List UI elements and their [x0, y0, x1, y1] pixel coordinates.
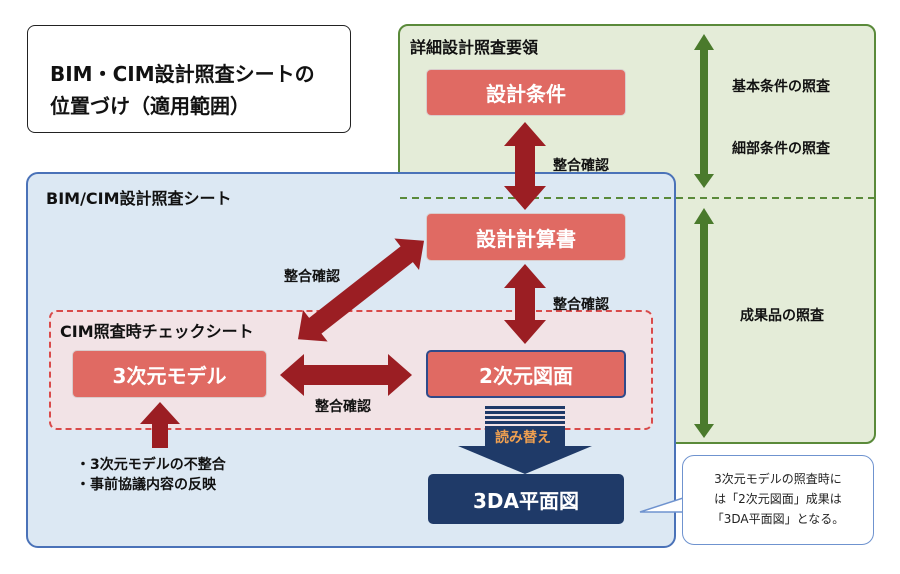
read-replace-arrow: [458, 406, 592, 474]
note-line-2: は「2次元図面」成果は: [714, 492, 842, 506]
bullet-list: ・3次元モデルの不整合 ・事前協議内容の反映: [76, 455, 226, 495]
note-line-3: 「3DA平面図」となる。: [711, 512, 845, 526]
note-callout: 3次元モデルの照査時に は「2次元図面」成果は 「3DA平面図」となる。: [682, 455, 874, 545]
label-consistency-check-1: 整合確認: [553, 158, 609, 174]
note-pointer: [639, 496, 684, 513]
label-consistency-check-2: 整合確認: [553, 297, 609, 313]
title-box: [27, 25, 351, 133]
double-arrow-conditions-calc: [504, 122, 546, 210]
title-line-1: BIM・CIM設計照査シートの: [50, 62, 315, 86]
box-2d-drawing: 2次元図面: [426, 350, 626, 398]
blue-panel-label: BIM/CIM設計照査シート: [46, 189, 232, 208]
box-design-calculation: 設計計算書: [426, 213, 626, 261]
diagram-title: BIM・CIM設計照査シートの 位置づけ（適用範囲）: [50, 58, 315, 122]
title-line-2: 位置づけ（適用範囲）: [50, 94, 250, 118]
box-3da-plan: 3DA平面図: [428, 474, 624, 524]
box-3d-model: 3次元モデル: [72, 350, 267, 398]
label-deliverables-check: 成果品の照査: [740, 308, 824, 324]
bullet-item: ・3次元モデルの不整合: [76, 457, 226, 473]
label-detail-conditions-check: 細部条件の照査: [732, 141, 830, 157]
double-arrow-calc-drawing: [504, 264, 546, 344]
green-panel-label: 詳細設計照査要領: [410, 38, 539, 57]
label-consistency-check-3: 整合確認: [284, 269, 340, 285]
upper-scope-arrow: [694, 34, 714, 188]
label-consistency-check-4: 整合確認: [315, 399, 371, 415]
lower-scope-arrow: [694, 208, 714, 438]
double-arrow-diagonal: [297, 238, 425, 342]
double-arrow-model-drawing: [280, 354, 412, 396]
up-arrow-model: [140, 402, 180, 448]
bullet-item: ・事前協議内容の反映: [76, 477, 216, 493]
red-panel-label: CIM照査時チェックシート: [60, 322, 254, 341]
label-read-replace: 読み替え: [495, 430, 551, 446]
label-basic-conditions-check: 基本条件の照査: [732, 79, 830, 95]
note-line-1: 3次元モデルの照査時に: [714, 472, 842, 486]
box-design-conditions: 設計条件: [426, 69, 626, 116]
